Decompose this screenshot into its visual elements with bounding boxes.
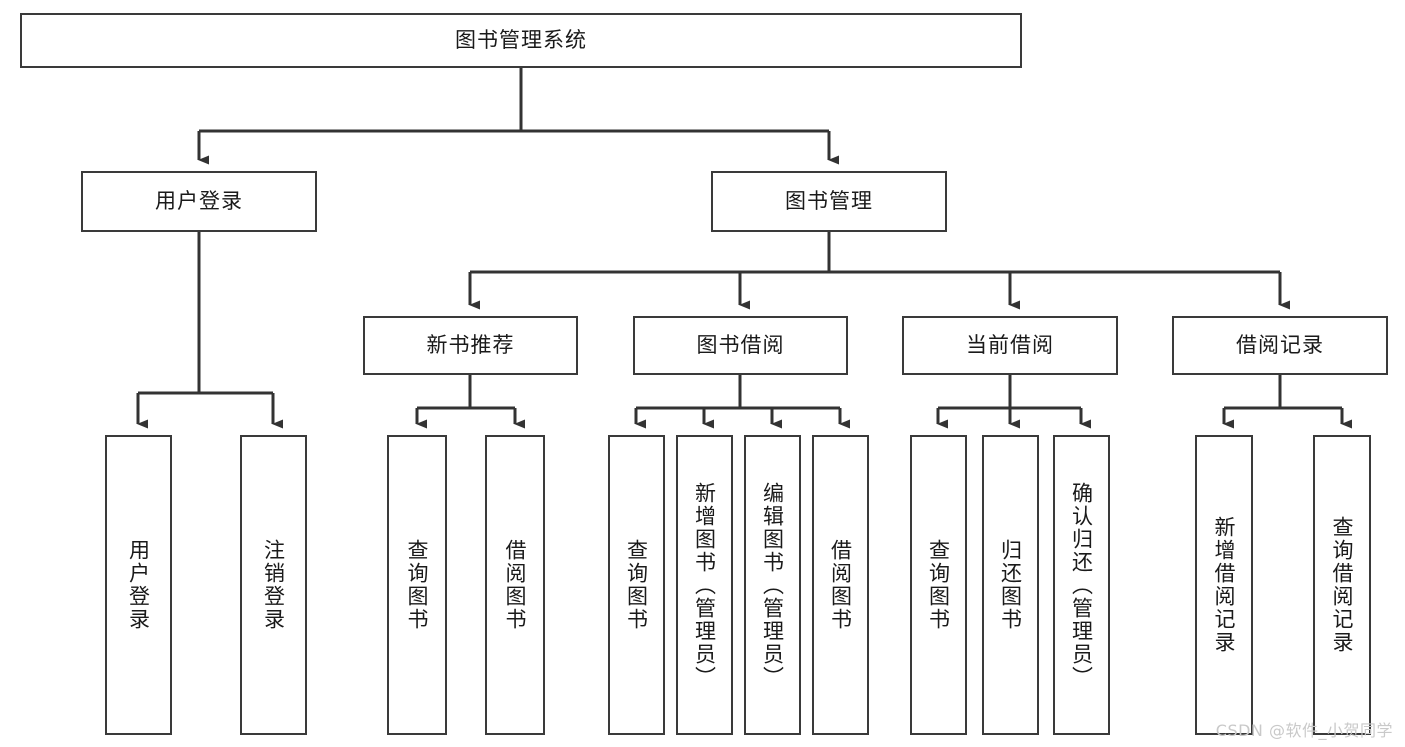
node-label: 当前借阅 xyxy=(966,332,1054,357)
node-label: 查询借阅记录 xyxy=(1330,516,1354,654)
node-leaf-add-record[interactable]: 新增借阅记录 xyxy=(1195,435,1253,735)
node-label: 图书管理系统 xyxy=(455,27,587,52)
node-leaf-query-book-3[interactable]: 查询图书 xyxy=(910,435,967,735)
node-leaf-user-login[interactable]: 用户登录 xyxy=(105,435,172,735)
node-borrow-record[interactable]: 借阅记录 xyxy=(1172,316,1388,375)
node-label: 归还图书 xyxy=(998,539,1023,631)
node-label: 借阅图书 xyxy=(828,539,853,631)
node-label: 图书借阅 xyxy=(696,332,785,357)
node-label: 查询图书 xyxy=(926,539,951,631)
node-label: 用户登录 xyxy=(126,539,151,631)
node-leaf-edit-book[interactable]: 编辑图书（管理员） xyxy=(744,435,801,735)
node-leaf-borrow-book-2[interactable]: 借阅图书 xyxy=(812,435,869,735)
node-leaf-confirm-return[interactable]: 确认归还（管理员） xyxy=(1053,435,1110,735)
node-label: 新书推荐 xyxy=(426,332,515,357)
node-label: 编辑图书（管理员） xyxy=(760,481,785,689)
node-leaf-add-book[interactable]: 新增图书（管理员） xyxy=(676,435,733,735)
node-leaf-user-logout[interactable]: 注销登录 xyxy=(240,435,307,735)
node-new-book-recommend[interactable]: 新书推荐 xyxy=(363,316,578,375)
node-leaf-return-book[interactable]: 归还图书 xyxy=(982,435,1039,735)
node-label: 新增借阅记录 xyxy=(1212,516,1236,654)
node-current-borrow[interactable]: 当前借阅 xyxy=(902,316,1118,375)
node-label: 借阅图书 xyxy=(503,539,527,631)
node-book-borrow[interactable]: 图书借阅 xyxy=(633,316,848,375)
node-root[interactable]: 图书管理系统 xyxy=(20,13,1022,68)
node-label: 图书管理 xyxy=(785,188,873,213)
node-label: 查询图书 xyxy=(624,539,649,631)
node-label: 用户登录 xyxy=(155,188,243,213)
node-user-login[interactable]: 用户登录 xyxy=(81,171,317,232)
node-book-manage[interactable]: 图书管理 xyxy=(711,171,947,232)
node-label: 查询图书 xyxy=(405,539,429,631)
node-leaf-query-book-1[interactable]: 查询图书 xyxy=(387,435,447,735)
node-leaf-query-book-2[interactable]: 查询图书 xyxy=(608,435,665,735)
node-label: 确认归还（管理员） xyxy=(1069,481,1094,689)
node-label: 注销登录 xyxy=(261,539,286,631)
node-leaf-query-record[interactable]: 查询借阅记录 xyxy=(1313,435,1371,735)
csdn-watermark: CSDN @软件_小贺同学 xyxy=(1215,721,1393,740)
node-leaf-borrow-book-1[interactable]: 借阅图书 xyxy=(485,435,545,735)
node-label: 新增图书（管理员） xyxy=(692,481,717,689)
node-label: 借阅记录 xyxy=(1236,332,1324,357)
